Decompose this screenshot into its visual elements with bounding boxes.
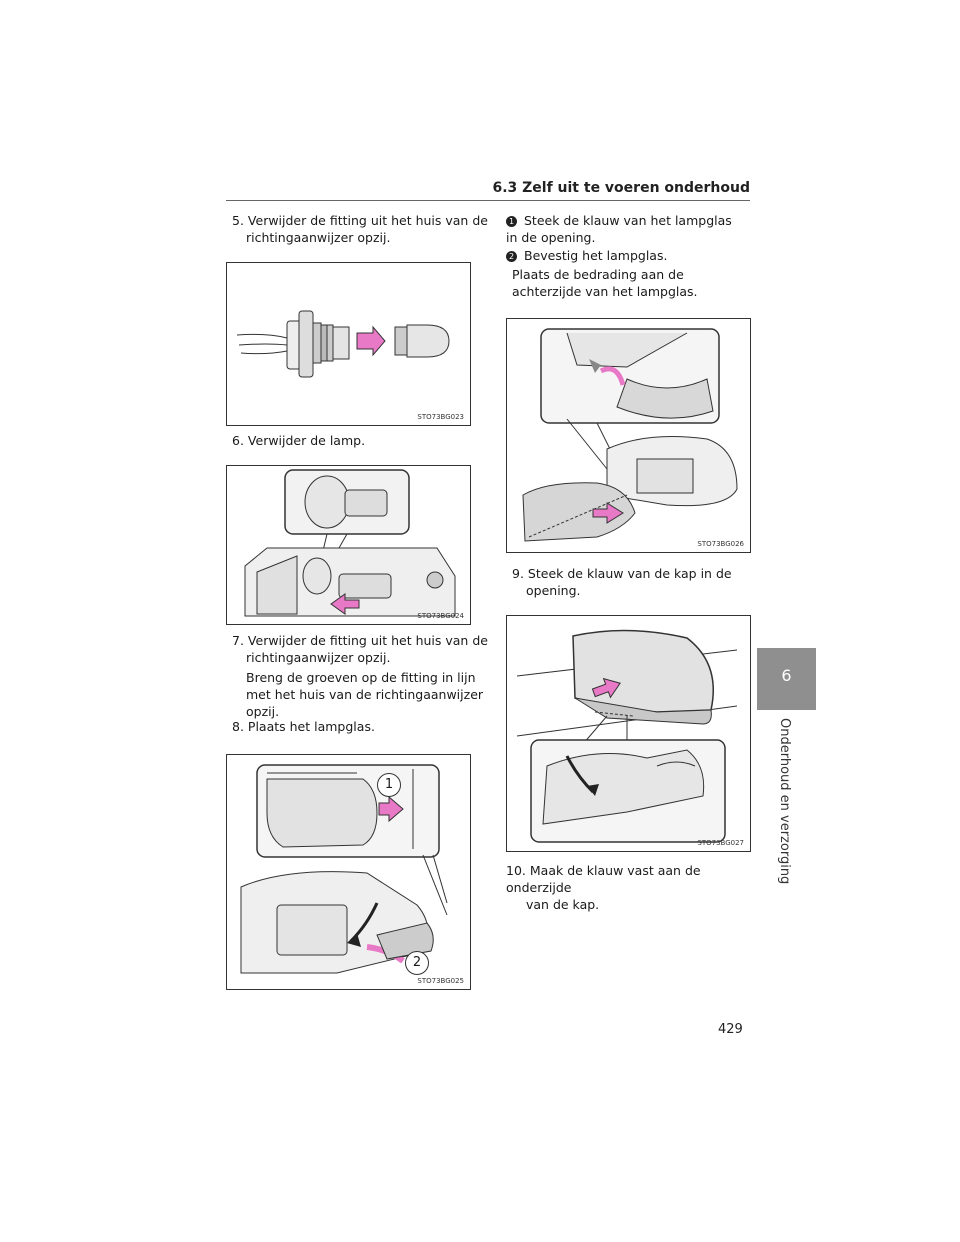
step-text-cont: richtingaanwijzer opzij.	[246, 230, 391, 245]
substep-2: 2 Bevestig het lampglas.	[506, 247, 756, 264]
chapter-title: Onderhoud en verzorging	[777, 718, 792, 885]
step-text: Steek de klauw van de kap in de	[527, 566, 732, 581]
step-number: 7.	[232, 633, 244, 648]
step-number: 8.	[232, 719, 244, 734]
step-number: 10.	[506, 863, 526, 878]
step-number: 6.	[232, 433, 244, 448]
note-text: achterzijde van het lampglas.	[512, 284, 698, 299]
substep-1: 1 Steek de klauw van het lampglas in de o…	[506, 212, 756, 246]
substep-text: Bevestig het lampglas.	[524, 248, 668, 263]
figure-remove-lamp: STO73BG024	[226, 465, 471, 625]
figure-code: STO73BG024	[417, 612, 464, 620]
substep-marker: 1	[506, 216, 517, 227]
note-text: Plaats de bedrading aan de	[512, 267, 684, 282]
step-text: Verwijder de fitting uit het huis van de	[247, 213, 488, 228]
step-number: 9.	[512, 566, 524, 581]
callout-1: 1	[377, 773, 401, 797]
step-7: 7. Verwijder de fitting uit het huis van…	[232, 632, 502, 720]
figure-bulb-socket: STO73BG023	[226, 262, 471, 426]
chapter-title-vertical: Onderhoud en verzorging	[772, 718, 796, 884]
header-rule	[226, 200, 750, 201]
figure-wiring-mirror: STO73BG026	[506, 318, 751, 553]
step-text-cont: opening.	[526, 583, 581, 598]
note-wiring: Plaats de bedrading aan de achterzijde v…	[512, 266, 752, 300]
callout-2: 2	[405, 951, 429, 975]
figure-code: STO73BG025	[417, 977, 464, 985]
step-text: Verwijder de fitting uit het huis van de	[247, 633, 488, 648]
step-note: met het huis van de richtingaanwijzer	[246, 687, 484, 702]
step-10: 10. Maak de klauw vast aan de onderzijde…	[506, 862, 766, 913]
running-header: 6.3 Zelf uit te voeren onderhoud	[226, 180, 750, 200]
step-9: 9. Steek de klauw van de kap in de openi…	[512, 565, 762, 599]
step-6: 6. Verwijder de lamp.	[232, 432, 492, 449]
step-5: 5. Verwijder de fitting uit het huis van…	[232, 212, 492, 246]
chapter-number: 6	[781, 666, 792, 685]
step-note: opzij.	[246, 704, 280, 719]
page-number: 429	[718, 1022, 743, 1037]
figure-code: STO73BG027	[697, 839, 744, 847]
step-number: 5.	[232, 213, 244, 228]
step-text: Maak de klauw vast aan de onderzijde	[506, 863, 701, 895]
step-text: Plaats het lampglas.	[247, 719, 375, 734]
substep-text-cont: in de opening.	[506, 230, 596, 245]
figure-code: STO73BG023	[417, 413, 464, 421]
step-text-cont: richtingaanwijzer opzij.	[246, 650, 391, 665]
section-title: 6.3 Zelf uit te voeren onderhoud	[492, 180, 750, 196]
chapter-tab: 6	[757, 648, 816, 710]
figure-install-cover: STO73BG027	[506, 615, 751, 852]
substep-marker: 2	[506, 251, 517, 262]
figure-install-lens: 1 2 STO73BG025	[226, 754, 471, 990]
step-8: 8. Plaats het lampglas.	[232, 718, 492, 735]
step-note: Breng de groeven op de fitting in lijn	[246, 670, 476, 685]
step-text-cont: van de kap.	[526, 897, 600, 912]
substep-text: Steek de klauw van het lampglas	[524, 213, 732, 228]
step-text: Verwijder de lamp.	[247, 433, 366, 448]
figure-code: STO73BG026	[697, 540, 744, 548]
